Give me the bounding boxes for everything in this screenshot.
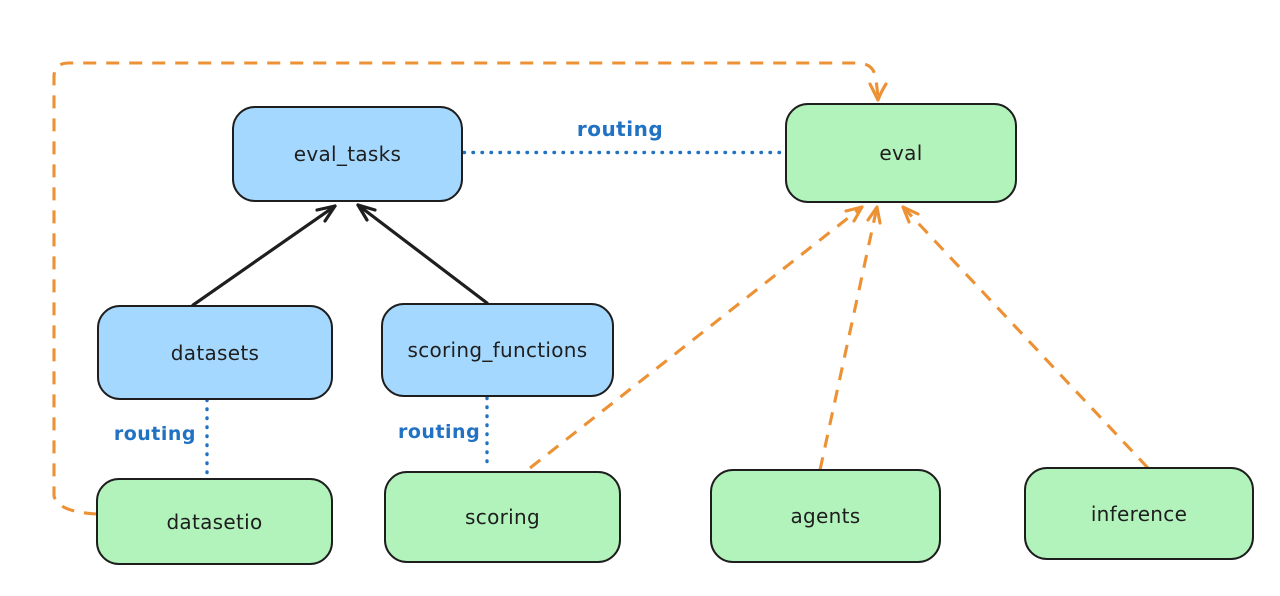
arrowhead-agents-to-eval [866, 205, 882, 225]
node-scoring_functions: scoring_functions [381, 303, 614, 397]
arrowhead-datasetio-to-eval [868, 82, 888, 102]
node-label: eval [879, 141, 923, 165]
arrowhead-inference-to-eval [901, 205, 920, 224]
edge-inference-to-eval [901, 205, 1150, 470]
edge-label-routing-scoring: routing [398, 421, 481, 443]
node-label: eval_tasks [293, 142, 402, 166]
edge-datasetio-to-eval [52, 61, 880, 516]
node-datasetio: datasetio [96, 478, 333, 565]
arrowhead-datasets-to-eval_tasks [315, 204, 337, 223]
node-eval_tasks: eval_tasks [232, 106, 463, 202]
edge-label-routing-datasets: routing [113, 423, 196, 445]
node-label: agents [790, 504, 861, 528]
node-label: scoring_functions [407, 338, 588, 362]
edge-label-routing-top: routing [576, 117, 664, 141]
edge-datasets-to-eval_tasks [191, 204, 337, 307]
edge-scoring_functions-to-eval_tasks [356, 203, 489, 305]
node-label: scoring [465, 505, 540, 529]
node-datasets: datasets [97, 305, 333, 400]
node-agents: agents [710, 469, 941, 563]
edge-agents-to-eval [818, 206, 879, 471]
node-label: datasetio [166, 509, 263, 534]
node-label: inference [1090, 501, 1188, 526]
node-eval: eval [785, 103, 1017, 203]
node-scoring: scoring [384, 471, 621, 563]
arrowhead-scoring_functions-to-eval_tasks [356, 203, 377, 222]
edge-scoring-to-eval [529, 205, 863, 470]
node-label: datasets [170, 340, 260, 365]
node-inference: inference [1024, 467, 1254, 560]
arrowhead-scoring-to-eval [844, 205, 864, 223]
